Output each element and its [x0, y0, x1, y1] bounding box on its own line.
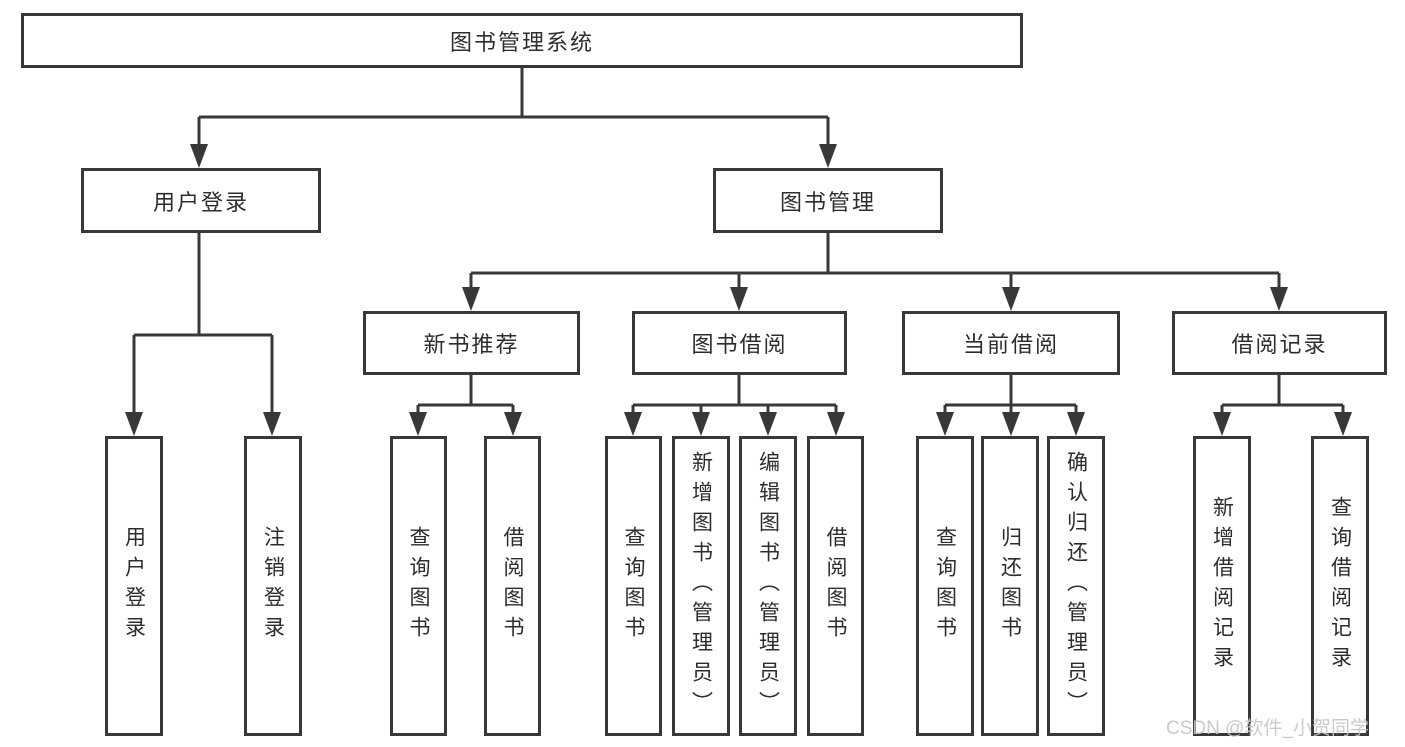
node-label: 图书借阅	[691, 332, 788, 357]
node-label: 图书管理系统	[449, 29, 594, 55]
node-search-books-recommend: 查询图书	[390, 436, 447, 736]
node-book-management: 图书管理	[713, 168, 943, 233]
node-search-borrow-record: 查询借阅记录	[1311, 436, 1369, 736]
node-borrow-books-borrowing: 借阅图书	[807, 436, 864, 736]
node-add-borrow-record: 新增借阅记录	[1193, 436, 1251, 736]
arrowhead-icon	[819, 144, 837, 168]
connector-root-to-level2	[190, 68, 837, 168]
arrowhead-icon	[462, 287, 480, 311]
arrowhead-icon	[504, 412, 522, 436]
arrowhead-icon	[1002, 412, 1020, 436]
arrowhead-icon	[1067, 412, 1085, 436]
arrowhead-icon	[624, 412, 642, 436]
arrowhead-icon	[1270, 287, 1288, 311]
connector-current-borrowing-to-children	[936, 375, 1085, 436]
node-label: 归还图书	[998, 526, 1022, 646]
node-label: 借阅图书	[824, 526, 847, 646]
node-book-borrowing: 图书借阅	[632, 311, 847, 375]
node-label: 借阅记录	[1231, 332, 1328, 357]
arrowhead-icon	[1002, 287, 1020, 311]
connector-borrow-records-to-children	[1213, 375, 1352, 436]
arrowhead-icon	[1334, 412, 1352, 436]
node-confirm-return-admin: 确认归还（管理员）	[1047, 436, 1105, 736]
node-label: 确认归还（管理员）	[1064, 451, 1088, 721]
node-label: 新书推荐	[423, 332, 520, 357]
node-user-login: 用户登录	[81, 168, 321, 233]
node-user-login-action: 用户登录	[105, 436, 163, 736]
node-borrow-records: 借阅记录	[1172, 311, 1387, 375]
node-current-borrowing: 当前借阅	[902, 311, 1120, 375]
node-label: 用户登录	[152, 189, 249, 215]
node-label: 注销登录	[261, 526, 285, 646]
node-label: 查询图书	[622, 526, 645, 646]
node-label: 用户登录	[122, 526, 146, 646]
connector-new-book-recommend-to-children	[409, 375, 522, 436]
node-label: 编辑图书（管理员）	[756, 451, 780, 721]
node-label: 当前借阅	[962, 332, 1059, 357]
arrowhead-icon	[730, 287, 748, 311]
arrowhead-icon	[692, 412, 710, 436]
arrowhead-icon	[759, 412, 777, 436]
node-label: 查询图书	[407, 526, 430, 646]
arrowhead-icon	[263, 412, 281, 436]
csdn-watermark: CSDN @软件_小贺同学	[1166, 718, 1369, 739]
arrowhead-icon	[827, 412, 845, 436]
arrowhead-icon	[125, 412, 143, 436]
node-new-book-recommendation: 新书推荐	[363, 311, 580, 375]
node-label: 借阅图书	[501, 526, 524, 646]
node-label: 图书管理	[779, 189, 876, 215]
node-return-books: 归还图书	[981, 436, 1039, 736]
node-edit-books-admin: 编辑图书（管理员）	[739, 436, 797, 736]
arrowhead-icon	[409, 412, 427, 436]
node-label: 新增图书（管理员）	[689, 451, 713, 721]
node-add-books-admin: 新增图书（管理员）	[672, 436, 730, 736]
node-borrow-books-recommend: 借阅图书	[484, 436, 541, 736]
node-search-books-current: 查询图书	[916, 436, 974, 736]
node-label: 查询借阅记录	[1328, 496, 1352, 676]
node-search-books-borrowing: 查询图书	[605, 436, 662, 736]
arrowhead-icon	[936, 412, 954, 436]
connector-user-login-to-children	[125, 233, 281, 436]
node-root: 图书管理系统	[21, 13, 1023, 68]
connector-book-management-to-level3	[462, 233, 1288, 311]
node-label: 新增借阅记录	[1210, 496, 1234, 676]
arrowhead-icon	[190, 144, 208, 168]
node-logout-action: 注销登录	[244, 436, 302, 736]
node-label: 查询图书	[933, 526, 957, 646]
connector-book-borrowing-to-children	[624, 375, 845, 436]
arrowhead-icon	[1213, 412, 1231, 436]
